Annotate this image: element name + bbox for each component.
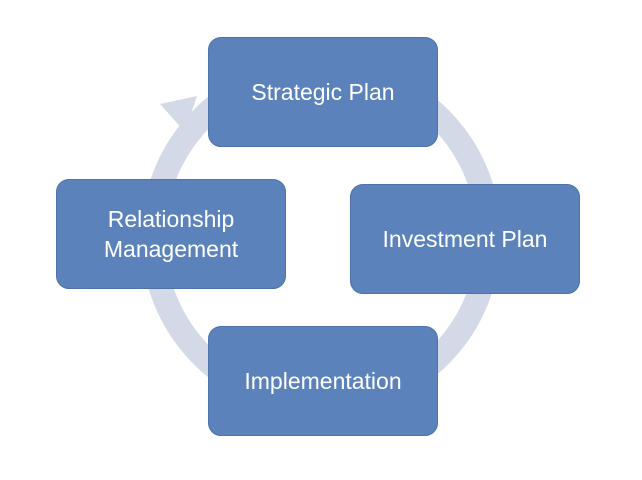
node-strategic-plan: Strategic Plan: [208, 37, 438, 147]
node-implementation-label: Implementation: [244, 368, 402, 394]
node-relationship-management-label: Relationship Management: [103, 206, 239, 262]
node-implementation: Implementation: [208, 326, 438, 436]
node-relationship-management: Relationship Management: [56, 179, 286, 289]
node-investment-plan: Investment Plan: [350, 184, 580, 294]
node-strategic-plan-label: Strategic Plan: [251, 79, 395, 105]
cycle-arrowhead-icon: [160, 96, 197, 132]
node-investment-plan-label: Investment Plan: [382, 226, 548, 252]
